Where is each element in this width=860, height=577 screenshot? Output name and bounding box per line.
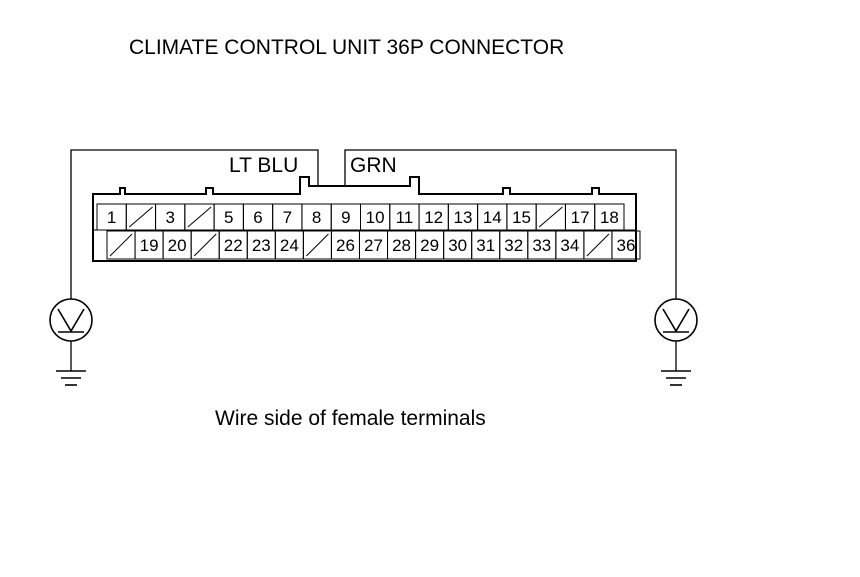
diagram-caption: Wire side of female terminals <box>215 407 486 430</box>
terminal-number: 24 <box>280 236 299 255</box>
terminal-number: 10 <box>366 208 385 227</box>
voltmeter-icon <box>49 298 93 342</box>
terminal-number: 20 <box>168 236 187 255</box>
terminal-number: 17 <box>571 208 590 227</box>
ground-icon <box>661 370 691 386</box>
diagram-title: CLIMATE CONTROL UNIT 36P CONNECTOR <box>129 36 565 59</box>
terminal-number: 1 <box>107 208 116 227</box>
top-terminal-18: 18 <box>594 203 625 231</box>
terminal-number: 5 <box>224 208 233 227</box>
terminal-number: 11 <box>396 208 414 227</box>
terminal-number: 12 <box>424 208 443 227</box>
terminal-number: 3 <box>165 208 174 227</box>
wire-color-right: GRN <box>350 154 397 178</box>
terminal-number: 27 <box>364 236 383 255</box>
terminal-number: 19 <box>140 236 159 255</box>
connector-housing <box>92 176 637 262</box>
terminal-number: 13 <box>454 208 473 227</box>
connector-bottom-row: 19 20 22 23 24 26 27 28 29 30 31 32 33 34 36 <box>106 230 641 260</box>
terminal-number: 14 <box>483 208 502 227</box>
terminal-number: 33 <box>532 236 551 255</box>
terminal-number: 23 <box>252 236 271 255</box>
terminal-number: 22 <box>224 236 243 255</box>
terminal-number: 26 <box>336 236 355 255</box>
voltmeter-icon <box>654 298 698 342</box>
terminal-number: 9 <box>341 208 350 227</box>
terminal-number: 15 <box>512 208 531 227</box>
wire-color-left: LT BLU <box>229 154 299 178</box>
bottom-terminal-36: 36 <box>611 230 641 260</box>
terminal-number: 28 <box>392 236 411 255</box>
terminal-number: 6 <box>253 208 262 227</box>
terminal-number: 31 <box>476 236 495 255</box>
terminal-number: 36 <box>617 236 636 255</box>
terminal-number: 8 <box>312 208 321 227</box>
terminal-number: 29 <box>420 236 439 255</box>
terminal-number: 18 <box>600 208 619 227</box>
ground-icon <box>56 370 86 386</box>
terminal-number: 32 <box>504 236 523 255</box>
right-probe-wire <box>344 149 677 301</box>
left-probe-wire <box>70 149 319 301</box>
terminal-number: 7 <box>283 208 292 227</box>
terminal-number: 34 <box>560 236 579 255</box>
terminal-number: 30 <box>448 236 467 255</box>
